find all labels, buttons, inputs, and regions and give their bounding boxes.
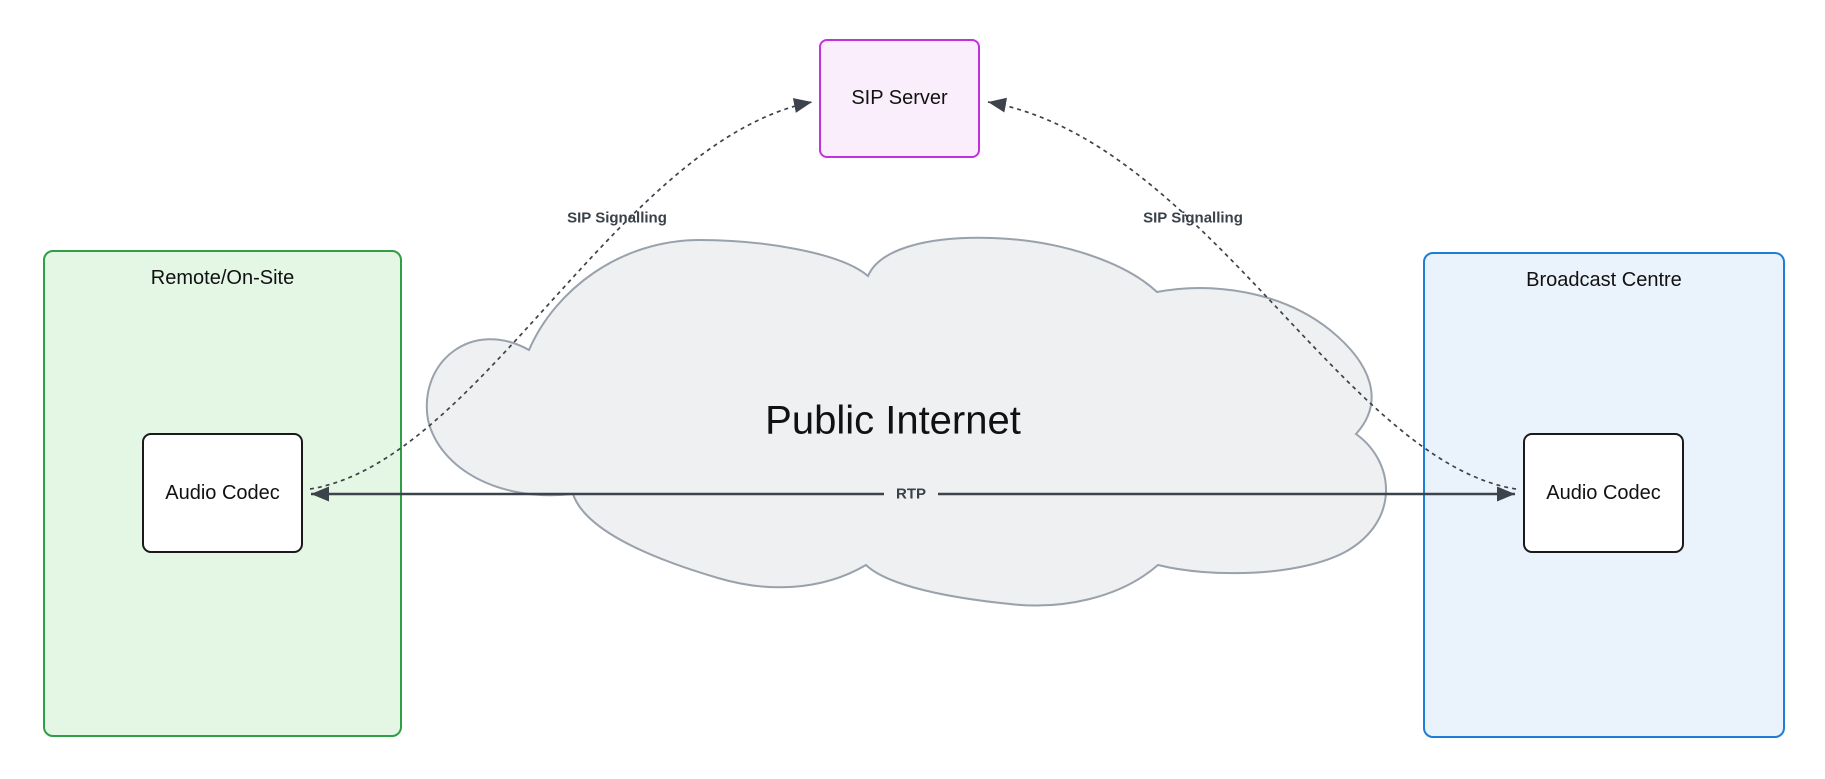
public-internet-label: Public Internet: [765, 398, 1021, 443]
broadcast-centre-label: Broadcast Centre: [1526, 269, 1682, 291]
remote-audio-codec-label: Audio Codec: [165, 481, 280, 504]
sip-signalling-left-label: SIP Signalling: [567, 209, 667, 227]
remote-audio-codec-node: Audio Codec: [142, 433, 303, 553]
rtp-label: RTP: [896, 485, 926, 503]
sip-server-node: SIP Server: [819, 39, 980, 158]
remote-site-label: Remote/On-Site: [150, 267, 295, 289]
sip-server-label: SIP Server: [851, 87, 948, 109]
sip-signalling-right-label: SIP Signalling: [1143, 209, 1243, 227]
broadcast-audio-codec-node: Audio Codec: [1523, 433, 1684, 553]
broadcast-audio-codec-label: Audio Codec: [1546, 481, 1661, 504]
